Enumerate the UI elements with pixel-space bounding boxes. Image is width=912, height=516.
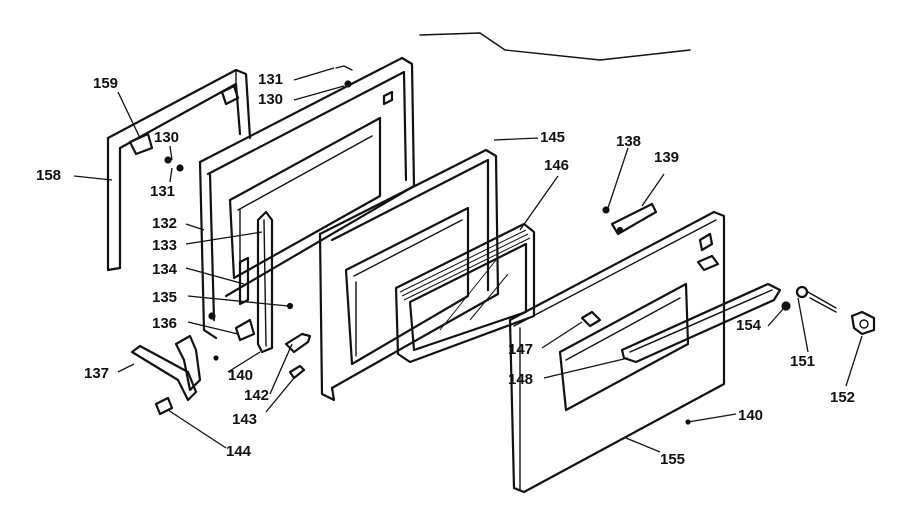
hinge-arm — [130, 334, 202, 416]
label-140-left: 140 — [228, 367, 253, 384]
label-131-top: 131 — [258, 71, 283, 88]
part-labels: 159 158 130 131 131 130 132 133 134 135 … — [36, 71, 855, 468]
label-131-left: 131 — [150, 183, 175, 200]
label-137: 137 — [84, 365, 109, 382]
label-152: 152 — [830, 389, 855, 406]
label-140-right: 140 — [738, 407, 763, 424]
door-liner-frame — [106, 68, 252, 272]
label-139: 139 — [654, 149, 679, 166]
leader-lines — [73, 67, 863, 453]
handle-mounting-hardware — [781, 285, 876, 336]
label-135: 135 — [152, 289, 177, 306]
label-151: 151 — [790, 353, 815, 370]
label-134: 134 — [152, 261, 178, 278]
label-130-left: 130 — [154, 129, 179, 146]
label-138: 138 — [616, 133, 641, 150]
door-middle-panel — [318, 148, 500, 402]
label-159: 159 — [93, 75, 118, 92]
hinge-stop-bracket — [602, 202, 658, 236]
label-144: 144 — [226, 443, 252, 460]
label-147: 147 — [508, 341, 533, 358]
outer-door-panel — [508, 210, 726, 494]
door-inner-panel — [198, 56, 416, 340]
label-133: 133 — [152, 237, 177, 254]
label-146: 146 — [544, 157, 569, 174]
label-143: 143 — [232, 411, 257, 428]
label-132: 132 — [152, 215, 177, 232]
hinge-bracket — [208, 210, 274, 354]
label-154: 154 — [736, 317, 762, 334]
small-hardware — [213, 302, 312, 380]
label-158: 158 — [36, 167, 61, 184]
label-155: 155 — [660, 451, 685, 468]
label-142: 142 — [244, 387, 269, 404]
label-130-top: 130 — [258, 91, 283, 108]
label-148: 148 — [508, 371, 533, 388]
door-handle — [580, 282, 782, 364]
screws-top — [164, 65, 353, 172]
label-136: 136 — [152, 315, 177, 332]
label-145: 145 — [540, 129, 565, 146]
scan-edge — [419, 32, 691, 61]
